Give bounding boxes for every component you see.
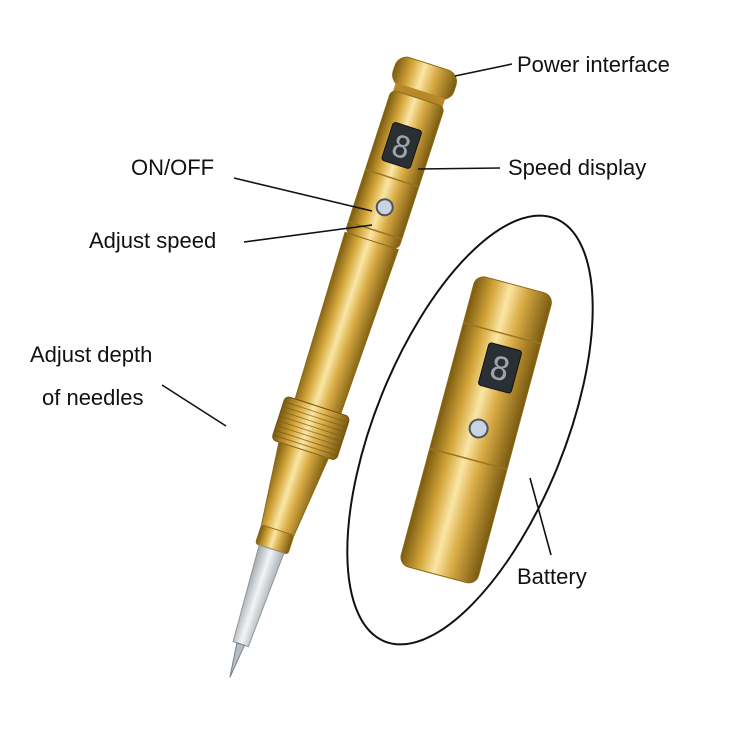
leader-lines xyxy=(161,63,552,556)
battery-unit: 8 xyxy=(400,276,552,584)
label-speed-display: Speed display xyxy=(508,155,646,180)
label-adjust-depth-line2: of needles xyxy=(42,385,144,410)
label-battery: Battery xyxy=(517,564,587,589)
label-power-interface: Power interface xyxy=(517,52,670,77)
needle-cartridge xyxy=(232,544,285,648)
label-adjust-depth-line1: Adjust depth xyxy=(30,342,152,367)
leader-speed-display xyxy=(417,167,501,170)
tattoo-pen: 8 xyxy=(229,56,457,678)
label-on-off: ON/OFF xyxy=(131,155,214,180)
on-off-speed-button[interactable] xyxy=(375,197,395,217)
barrel xyxy=(294,231,399,415)
battery-display-screen xyxy=(478,342,522,394)
label-adjust-speed: Adjust speed xyxy=(89,228,216,253)
leader-adjust-depth xyxy=(161,384,227,427)
needle-tip xyxy=(229,642,246,678)
speed-display-screen xyxy=(381,122,422,169)
leader-on-off xyxy=(233,177,373,212)
leader-power-interface xyxy=(454,63,513,77)
leader-adjust-speed xyxy=(243,224,373,243)
battery-button[interactable] xyxy=(468,417,490,439)
battery-callout-ellipse xyxy=(346,214,594,646)
leader-battery xyxy=(529,477,552,556)
